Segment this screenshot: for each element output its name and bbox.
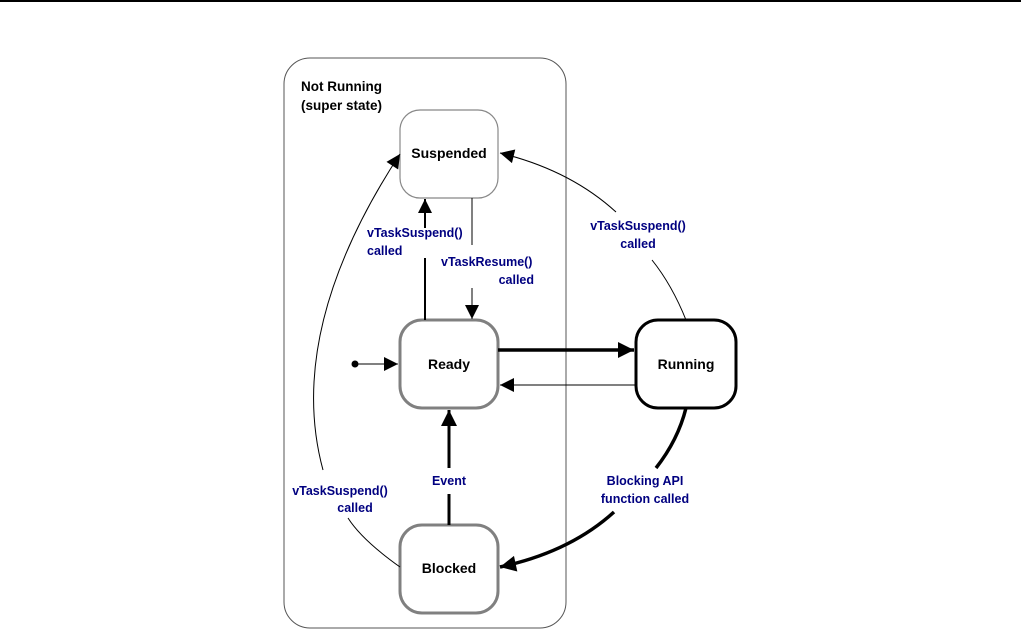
super-state-title: Not Running <box>301 79 382 94</box>
page-top-rule <box>0 0 1021 2</box>
super-state-subtitle: (super state) <box>301 98 382 113</box>
state-running-label: Running <box>658 356 715 372</box>
blocked-to-suspended-curve-lower <box>347 517 401 568</box>
blocked-to-ready-label: Event <box>432 474 467 488</box>
state-suspended[interactable]: Suspended <box>399 109 499 199</box>
ready-to-suspended-label-1: vTaskSuspend() <box>367 226 463 240</box>
state-ready-label: Ready <box>428 356 470 372</box>
not-running-super-state <box>283 57 567 629</box>
state-blocked-label: Blocked <box>422 560 476 576</box>
state-blocked[interactable]: Blocked <box>398 523 500 615</box>
running-to-suspended-curve-lower <box>651 259 687 321</box>
running-to-suspended-label-1: vTaskSuspend() <box>590 219 686 233</box>
blocked-to-suspended-label-2: called <box>337 501 372 515</box>
running-to-suspended-label-2: called <box>620 237 655 251</box>
ready-to-suspended-label-2: called <box>367 244 402 258</box>
state-suspended-label: Suspended <box>411 145 486 161</box>
blocked-to-suspended-arrow <box>313 153 401 471</box>
state-ready[interactable]: Ready <box>398 318 500 410</box>
suspended-to-ready-label-1: vTaskResume() <box>441 255 532 269</box>
state-ready-box <box>398 318 500 410</box>
running-to-suspended-arrow <box>499 149 617 213</box>
running-to-blocked-label-1: Blocking API <box>607 474 684 488</box>
state-running[interactable]: Running <box>634 318 738 410</box>
running-to-blocked-label-2: function called <box>601 492 689 506</box>
running-to-blocked-curve-upper <box>654 407 688 470</box>
blocked-to-suspended-label-1: vTaskSuspend() <box>292 484 388 498</box>
running-to-blocked-arrow <box>499 510 616 572</box>
suspended-to-ready-label-2: called <box>499 273 534 287</box>
